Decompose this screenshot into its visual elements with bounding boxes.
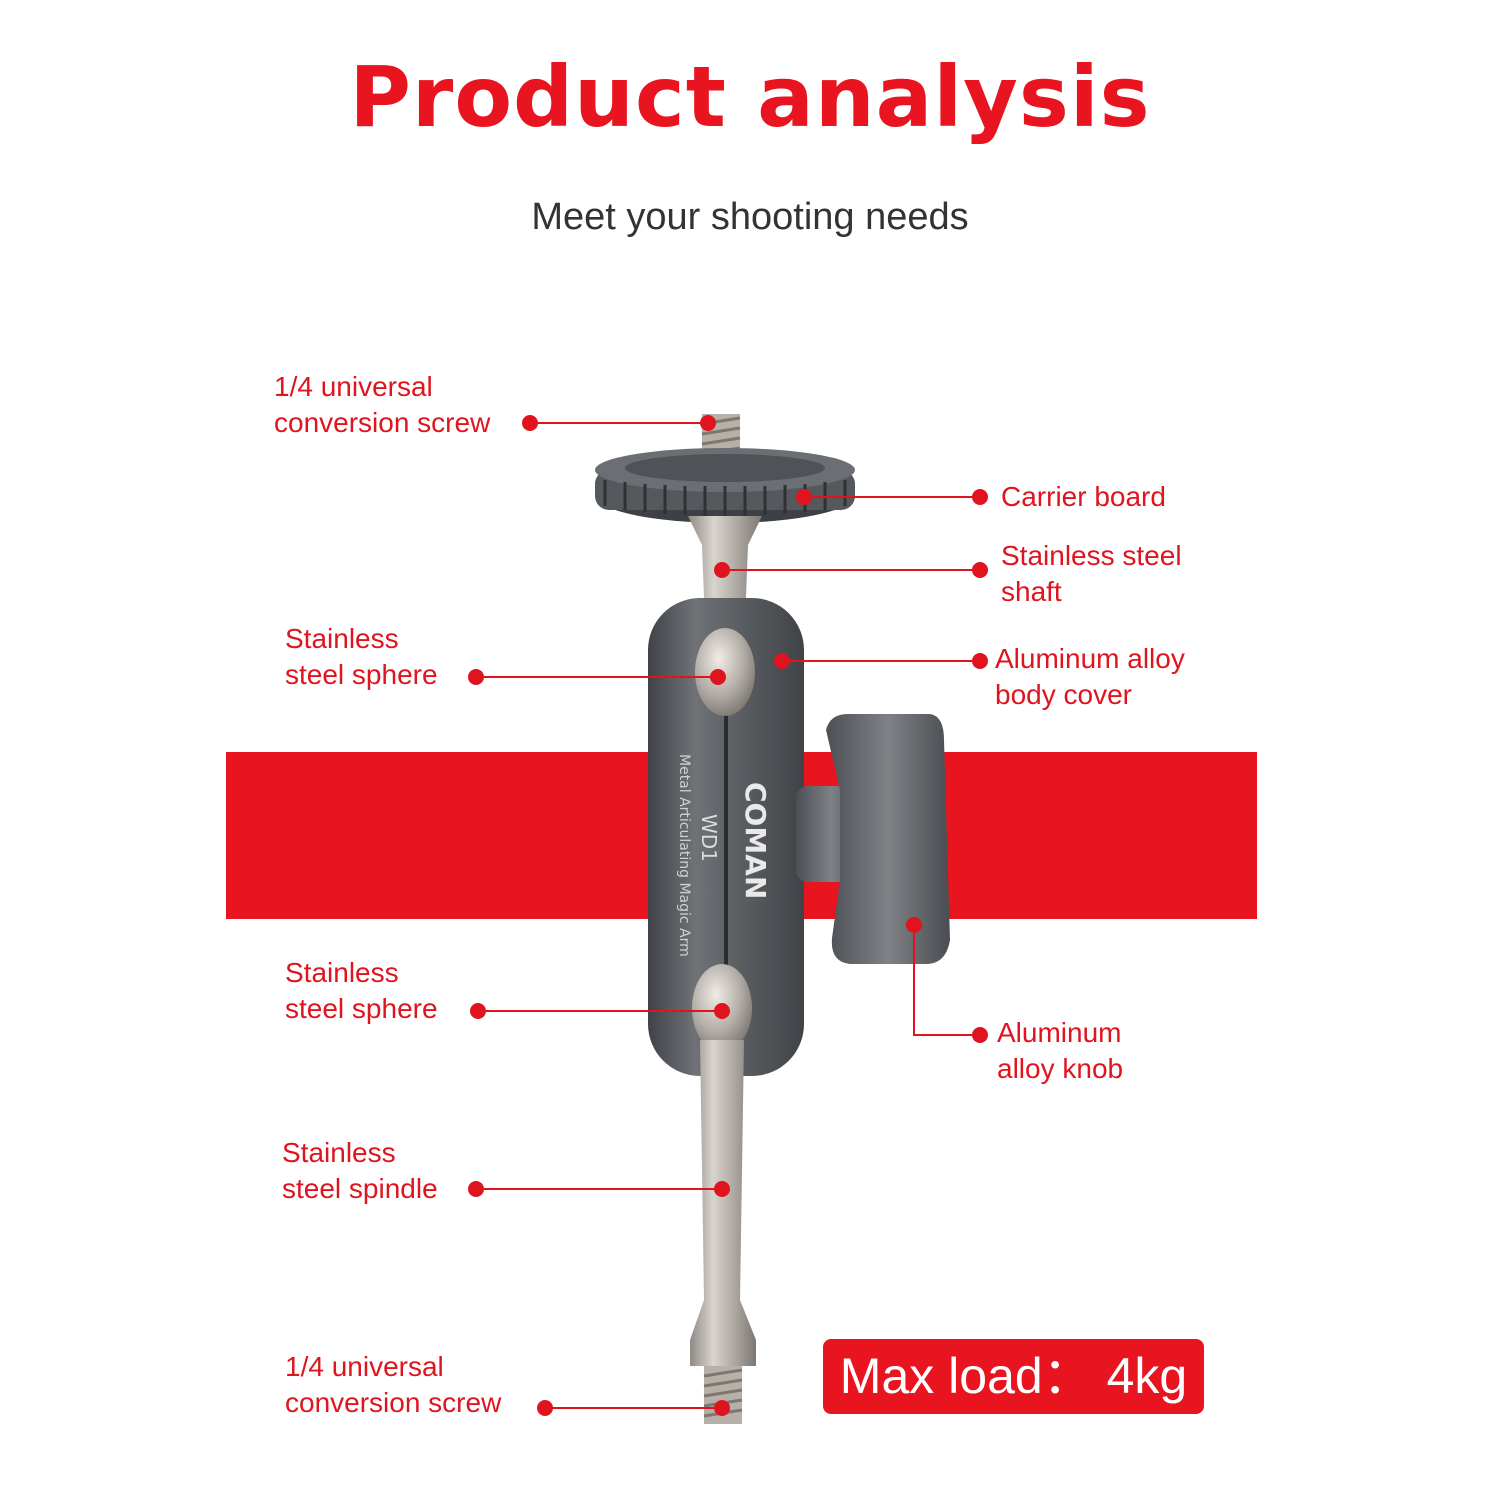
dot (522, 415, 538, 431)
page-title: Product analysis (349, 48, 1151, 146)
svg-text:Metal Articulating Magic Arm: Metal Articulating Magic Arm (676, 754, 692, 957)
dot (972, 489, 988, 505)
dot (710, 669, 726, 685)
dot (714, 1003, 730, 1019)
dot (714, 562, 730, 578)
upper-sphere (695, 628, 755, 716)
max-load-badge: Max load： 4kg (823, 1339, 1204, 1414)
knob (796, 714, 950, 964)
dot (470, 1003, 486, 1019)
dot (700, 415, 716, 431)
svg-text:COMAN: COMAN (739, 782, 772, 899)
dot (774, 653, 790, 669)
dot (468, 669, 484, 685)
dot (796, 489, 812, 505)
line-knob (913, 925, 980, 1036)
page-subtitle: Meet your shooting needs (531, 196, 969, 238)
clamp-body: COMAN WD1 Metal Articulating Magic Arm (648, 598, 804, 1076)
dot (972, 562, 988, 578)
bottom-screw (703, 1366, 743, 1424)
dot (972, 1027, 988, 1043)
carrier-board (595, 448, 855, 523)
dot (906, 917, 922, 933)
dot (714, 1181, 730, 1197)
dot (537, 1400, 553, 1416)
spindle (690, 1040, 756, 1366)
dot (714, 1400, 730, 1416)
dot (468, 1181, 484, 1197)
label-carrier-board: Carrier board (1001, 481, 1166, 512)
svg-text:WD1: WD1 (697, 814, 721, 862)
dot (972, 653, 988, 669)
